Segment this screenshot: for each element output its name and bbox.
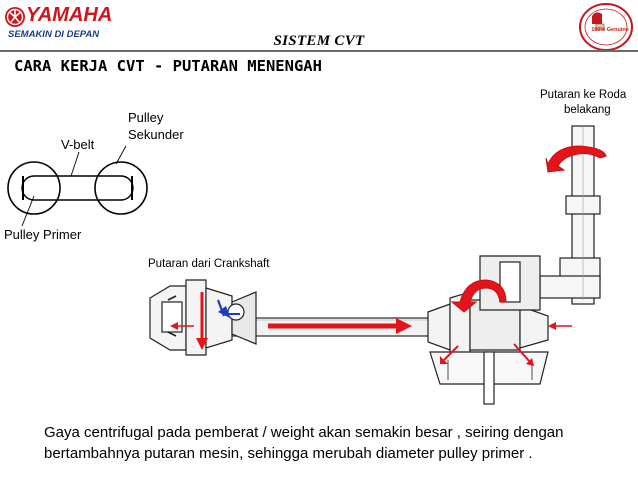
pulley-schematic xyxy=(7,161,148,215)
page-subtitle: CARA KERJA CVT - PUTARAN MENENGAH xyxy=(14,57,322,75)
v-belt-loop xyxy=(21,175,134,201)
tuning-fork-emblem-icon xyxy=(5,7,25,27)
wheel-rotation-arrow xyxy=(545,145,607,173)
caption-line-2: bertambahnya putaran mesin, sehingga mer… xyxy=(44,445,533,462)
page-title: SISTEM CVT xyxy=(273,33,365,49)
weight-motion-arrow xyxy=(216,299,240,318)
primary-pulley-circle xyxy=(7,161,61,215)
brand-tagline: SEMAKIN DI DEPAN xyxy=(8,29,100,40)
badge-text: 100% Genuine xyxy=(591,27,629,33)
label-putaran-crankshaft: Putaran dari Crankshaft xyxy=(148,258,270,270)
yamaha-logo: YAMAHA SEMAKIN DI DEPAN xyxy=(4,4,116,44)
rotation-arrows xyxy=(450,145,607,313)
output-shaft-assembly xyxy=(479,125,601,311)
schematic-leader-lines xyxy=(21,145,127,227)
caption-line-1: Gaya centrifugal pada pemberat / weight … xyxy=(44,424,564,441)
genuine-parts-badge-icon: 100% Genuine xyxy=(579,3,633,51)
label-pulley-sekunder-1: Pulley xyxy=(128,110,164,125)
secondary-rotation-arrow xyxy=(450,279,507,313)
secondary-pulley-assembly xyxy=(427,291,549,405)
red-motion-arrows xyxy=(170,292,572,366)
label-pulley-sekunder-2: Sekunder xyxy=(128,127,184,142)
secondary-pulley-circle xyxy=(94,161,148,215)
brand-name: YAMAHA xyxy=(26,4,113,26)
explanation-caption: Gaya centrifugal pada pemberat / weight … xyxy=(44,422,624,464)
label-putaran-roda-1: Putaran ke Roda xyxy=(540,89,627,101)
label-v-belt: V-belt xyxy=(61,137,95,152)
title-divider xyxy=(0,50,638,52)
primary-pulley-assembly xyxy=(149,279,257,356)
label-putaran-roda-2: belakang xyxy=(564,104,611,116)
label-pulley-primer: Pulley Primer xyxy=(4,227,82,242)
